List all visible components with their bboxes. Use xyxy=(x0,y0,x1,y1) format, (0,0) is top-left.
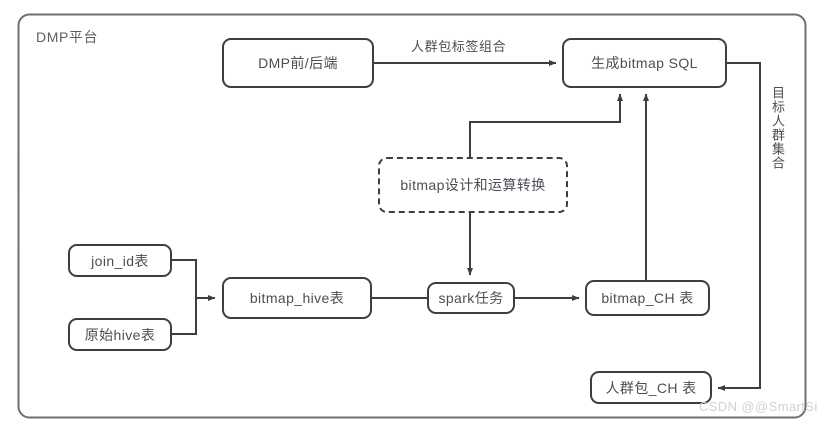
node-crowd-pack-ch-table[interactable]: 人群包_CH 表 xyxy=(590,371,712,404)
node-label: 生成bitmap SQL xyxy=(591,55,698,71)
node-bitmap-hive-table[interactable]: bitmap_hive表 xyxy=(222,277,372,319)
node-bitmap-ch-table[interactable]: bitmap_CH 表 xyxy=(585,280,710,316)
edge-gensql-to-crowdpack xyxy=(717,62,761,392)
node-dmp-front-back[interactable]: DMP前/后端 xyxy=(222,38,374,88)
node-label: 人群包_CH 表 xyxy=(605,379,697,396)
dmp-platform-container xyxy=(17,13,807,419)
edge-joinid-to-bitmaphive xyxy=(172,259,216,302)
node-label: join_id表 xyxy=(91,252,149,269)
edge-label-tag-combination: 人群包标签组合 xyxy=(411,39,507,54)
node-label: 原始hive表 xyxy=(84,326,156,343)
node-generate-bitmap-sql[interactable]: 生成bitmap SQL xyxy=(562,38,727,88)
diagram-title: DMP平台 xyxy=(36,29,99,45)
node-label: DMP前/后端 xyxy=(258,55,338,71)
node-label: spark任务 xyxy=(438,290,504,306)
node-bitmap-design-conversion[interactable]: bitmap设计和运算转换 xyxy=(378,157,568,213)
edge-label-target-crowd-set: 目标人群集合 xyxy=(770,86,785,170)
node-label: bitmap设计和运算转换 xyxy=(400,177,546,193)
edge-design-to-gensql xyxy=(469,93,624,157)
node-join-id-table[interactable]: join_id表 xyxy=(68,244,172,277)
node-raw-hive-table[interactable]: 原始hive表 xyxy=(68,318,172,351)
node-spark-job[interactable]: spark任务 xyxy=(427,282,515,314)
watermark: CSDN @@SmartSi xyxy=(699,399,818,414)
edge-rawhive-to-bitmaphive xyxy=(172,297,215,335)
node-label: bitmap_CH 表 xyxy=(601,290,694,306)
node-label: bitmap_hive表 xyxy=(249,290,345,306)
